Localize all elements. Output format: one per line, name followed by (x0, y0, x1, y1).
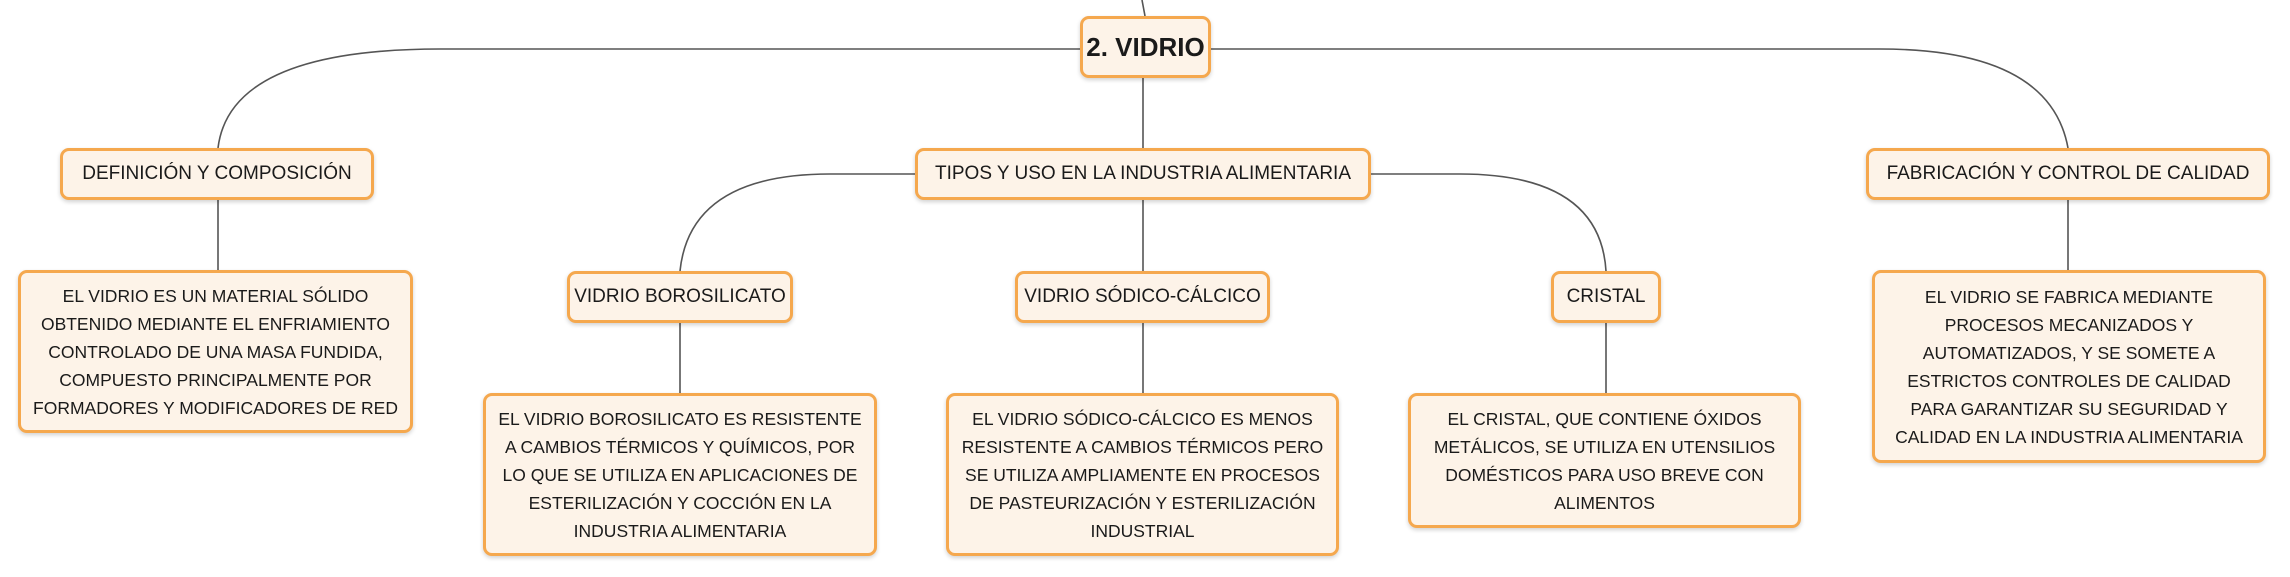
sub-borosilicato[interactable]: VIDRIO BOROSILICATO (567, 271, 793, 323)
branch-tipos-title: TIPOS Y USO EN LA INDUSTRIA ALIMENTARIA (934, 163, 1351, 184)
sub-sodico-title: VIDRIO SÓDICO-CÁLCICO (1024, 286, 1261, 307)
sub-borosilicato-title: VIDRIO BOROSILICATO (574, 286, 786, 307)
branch-definicion-title: DEFINICIÓN Y COMPOSICIÓN (82, 163, 352, 184)
cristal-description-node[interactable]: EL CRISTAL, QUE CONTIENE ÓXIDOS METÁLICO… (1408, 393, 1801, 528)
connector-tipos-cristal (1370, 173, 1607, 272)
fabricacion-description: EL VIDRIO SE FABRICA MEDIANTE PROCESOS M… (1895, 286, 2243, 447)
sub-cristal[interactable]: CRISTAL (1551, 271, 1661, 323)
root-title: 2. VIDRIO (1086, 31, 1205, 62)
definicion-description-node[interactable]: EL VIDRIO ES UN MATERIAL SÓLIDO OBTENIDO… (18, 270, 413, 433)
branch-tipos[interactable]: TIPOS Y USO EN LA INDUSTRIA ALIMENTARIA (915, 148, 1371, 200)
branch-fabricacion-title: FABRICACIÓN Y CONTROL DE CALIDAD (1886, 163, 2250, 184)
sub-sodico[interactable]: VIDRIO SÓDICO-CÁLCICO (1015, 271, 1270, 323)
sodico-description-node[interactable]: EL VIDRIO SÓDICO-CÁLCICO ES MENOS RESIST… (946, 393, 1339, 556)
borosilicato-description-node[interactable]: EL VIDRIO BOROSILICATO ES RESISTENTE A C… (483, 393, 877, 556)
branch-fabricacion[interactable]: FABRICACIÓN Y CONTROL DE CALIDAD (1866, 148, 2270, 200)
cristal-description: EL CRISTAL, QUE CONTIENE ÓXIDOS METÁLICO… (1433, 408, 1776, 513)
definicion-description: EL VIDRIO ES UN MATERIAL SÓLIDO OBTENIDO… (33, 285, 398, 418)
borosilicato-description: EL VIDRIO BOROSILICATO ES RESISTENTE A C… (498, 408, 862, 541)
branch-definicion[interactable]: DEFINICIÓN Y COMPOSICIÓN (60, 148, 374, 200)
connector-root-definicion (217, 48, 1080, 149)
connector-parent-root (1141, 0, 1146, 17)
root-node[interactable]: 2. VIDRIO (1080, 16, 1211, 78)
fabricacion-description-node[interactable]: EL VIDRIO SE FABRICA MEDIANTE PROCESOS M… (1872, 270, 2266, 463)
connector-root-fabricacion (1210, 48, 2069, 149)
sub-cristal-title: CRISTAL (1566, 286, 1646, 307)
connector-tipos-borosilicato (679, 173, 915, 272)
sodico-description: EL VIDRIO SÓDICO-CÁLCICO ES MENOS RESIST… (961, 408, 1324, 541)
